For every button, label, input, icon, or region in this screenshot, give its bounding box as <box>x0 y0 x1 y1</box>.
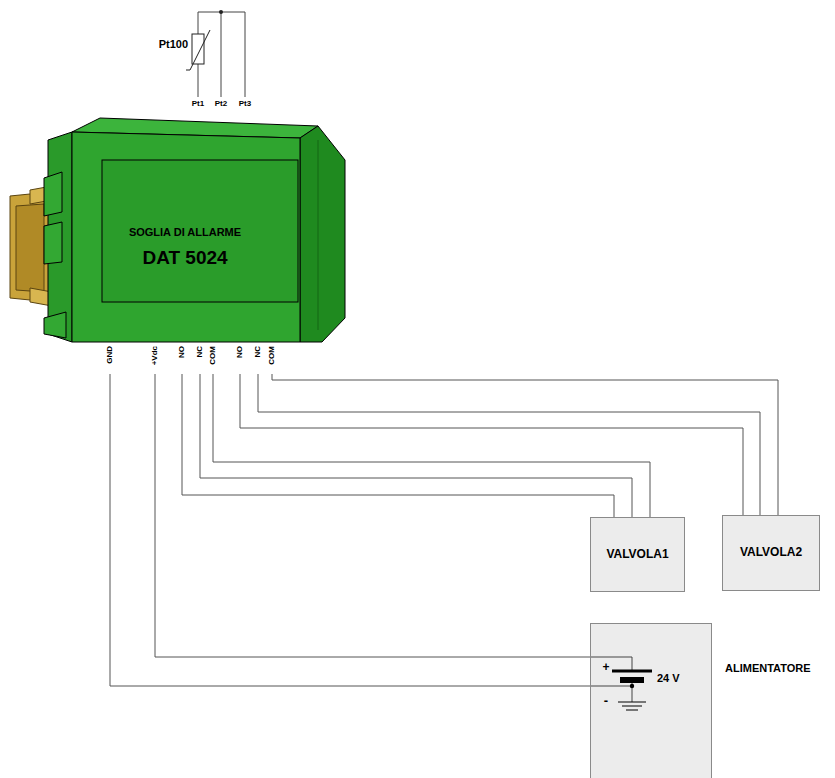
signal-wire <box>213 374 650 517</box>
ground-symbol <box>618 702 646 703</box>
housing <box>44 118 345 342</box>
din-rail <box>16 204 44 292</box>
ground-symbol <box>622 706 642 707</box>
signal-wire <box>110 374 590 686</box>
valve-name: VALVOLA1 <box>606 548 668 561</box>
housing-clip <box>44 222 62 264</box>
polarity-sign: + <box>602 662 609 672</box>
housing-edge <box>318 140 319 330</box>
supply-wire <box>590 657 632 671</box>
supply-name: ALIMENTATORE <box>725 662 811 674</box>
ground-symbol <box>626 710 638 711</box>
valve-box: VALVOLA1 <box>590 517 685 592</box>
valve-name: VALVOLA2 <box>740 546 802 559</box>
pin-name: Pt3 <box>239 99 251 109</box>
polarity-sign: - <box>604 696 608 706</box>
terminal-name: +Vdc <box>150 346 160 372</box>
signal-wire <box>200 374 632 517</box>
signal-wire <box>272 374 778 515</box>
housing-side <box>300 126 345 342</box>
terminal-name: GND <box>105 346 115 372</box>
supply-voltage: 24 V <box>657 672 680 684</box>
signal-wire <box>182 374 614 517</box>
terminal-name: NC <box>195 346 205 372</box>
power-supply-box: ALIMENTATORE24 V <box>590 623 712 778</box>
alarm-module: SOGLIA DI ALLARME DAT 5024 <box>8 112 350 374</box>
signal-wire <box>258 374 760 515</box>
supply-wire <box>590 686 632 687</box>
valve-box: VALVOLA2 <box>722 515 820 591</box>
junction-dot <box>219 10 223 14</box>
sensor-wire <box>221 12 222 97</box>
supply-box-fill <box>590 623 712 778</box>
module-title: SOGLIA DI ALLARME <box>129 226 241 238</box>
sensor-wire <box>245 12 246 97</box>
terminal-name: NO <box>235 346 245 372</box>
junction-dot <box>630 684 634 688</box>
terminal-name: NO <box>177 346 187 372</box>
pin-name: Pt2 <box>215 99 227 109</box>
module-model: DAT 5024 <box>142 248 227 269</box>
signal-wire <box>155 374 590 657</box>
signal-wire <box>240 374 743 515</box>
terminal-name: COM <box>208 346 218 372</box>
housing-clip <box>44 312 66 338</box>
housing-front <box>72 132 300 342</box>
battery-plate <box>620 677 644 683</box>
resistor-symbol <box>186 30 210 70</box>
housing-clip <box>44 172 62 216</box>
sensor-name: Pt100 <box>159 39 188 49</box>
pt100-sensor <box>186 10 245 97</box>
front-panel <box>102 160 298 302</box>
terminal-name: COM <box>267 346 277 372</box>
pin-name: Pt1 <box>192 99 204 109</box>
resistor-symbol <box>192 34 204 64</box>
battery-plate <box>612 670 652 673</box>
power-supply <box>590 623 712 778</box>
terminal-name: NC <box>253 346 263 372</box>
